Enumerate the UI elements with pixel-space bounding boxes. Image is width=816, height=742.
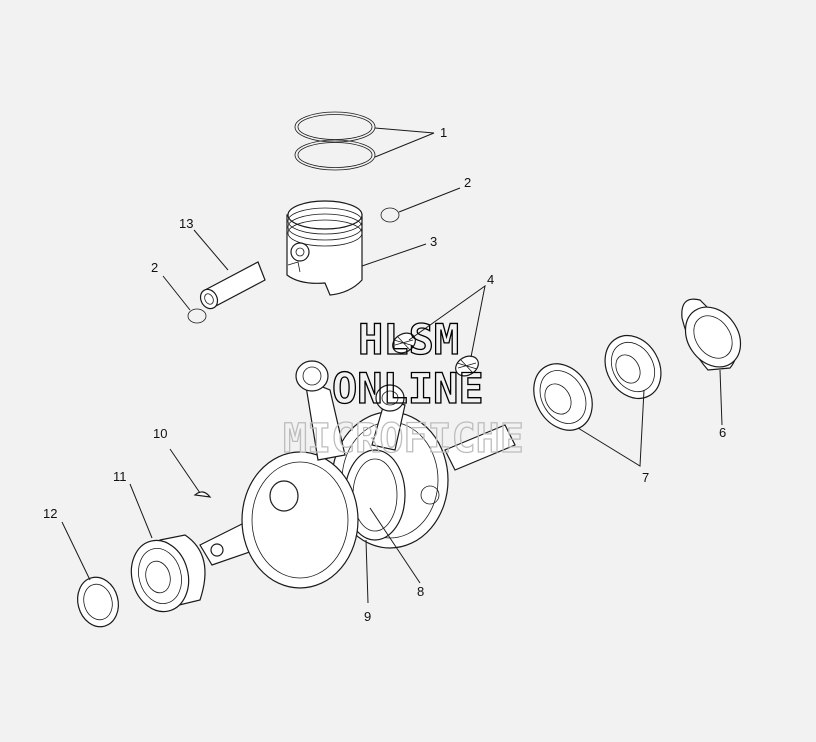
main-bearing-left: [130, 534, 206, 613]
wrist-pin: [199, 261, 266, 310]
oil-seal-right: [681, 298, 742, 371]
needle-bearing-bottom: [455, 355, 479, 377]
callout-12: 12: [43, 506, 57, 521]
watermark-line-2: ONLINE: [332, 364, 484, 413]
callout-4: 4: [487, 272, 494, 287]
callouts: 1 2 2 3 4 6 7 8 9 10 11 12 13: [43, 125, 726, 624]
callout-2-left: 2: [151, 260, 158, 275]
callout-6: 6: [719, 425, 726, 440]
watermark: HLSM ONLINE MICROFICHE: [282, 314, 524, 462]
main-bearing-inner-right: [533, 363, 593, 431]
callout-7: 7: [642, 470, 649, 485]
callout-9: 9: [364, 609, 371, 624]
watermark-line-3: MICROFICHE: [283, 416, 524, 462]
piston-rings: [294, 111, 376, 171]
callout-8: 8: [417, 584, 424, 599]
circlip-left: [187, 308, 207, 324]
leader-lines: [61, 127, 723, 604]
piston: [286, 200, 363, 296]
oil-seal-left: [77, 576, 119, 628]
callout-2-right: 2: [464, 175, 471, 190]
needle-bearing-top: [392, 332, 416, 354]
main-bearing-outer-right: [604, 335, 662, 399]
callout-13: 13: [179, 216, 193, 231]
callout-11: 11: [113, 469, 127, 484]
callout-10: 10: [153, 426, 167, 441]
watermark-line-1: HLSM: [358, 315, 459, 364]
crankshaft-assembly: [199, 360, 516, 589]
circlip-right: [380, 207, 400, 223]
callout-3: 3: [430, 234, 437, 249]
woodruff-key: [193, 491, 212, 498]
callout-1: 1: [440, 125, 447, 140]
